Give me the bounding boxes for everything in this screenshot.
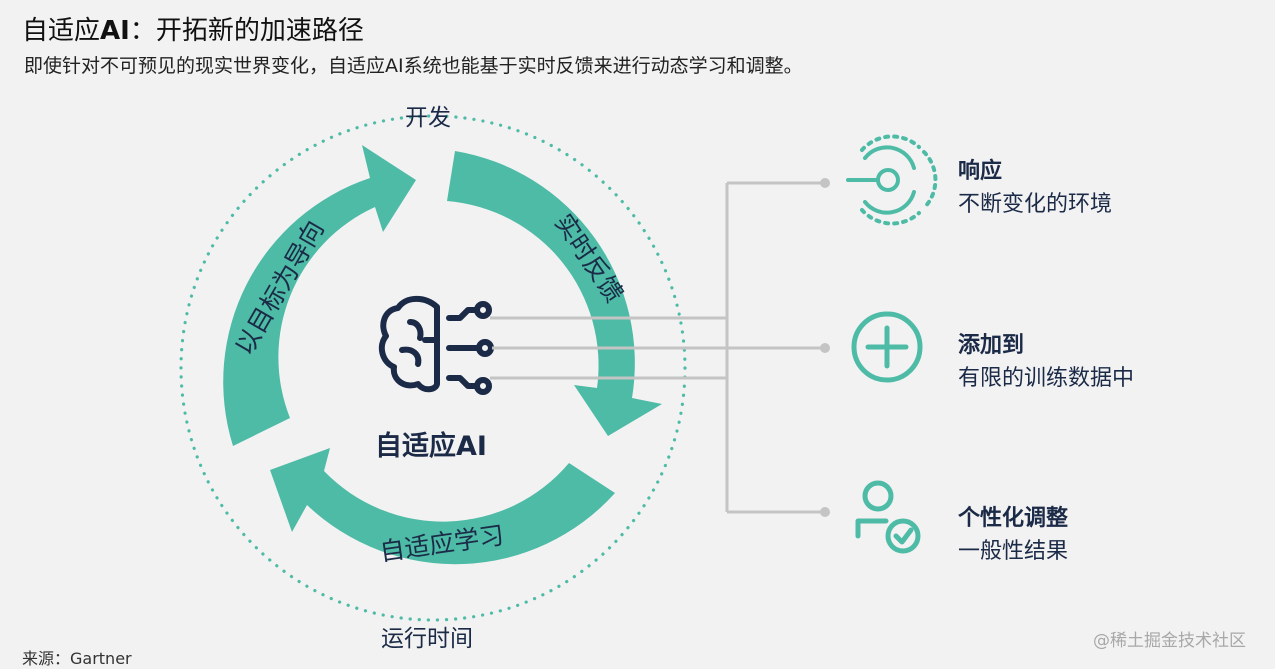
user-check-icon [855,480,921,554]
goal-oriented-arrow [223,145,416,446]
page-title: 自适应AI：开拓新的加速路径 [22,16,364,46]
connector-lines [490,181,825,514]
item-add-desc: 有限的训练数据中 [958,366,1135,391]
realtime-feedback-arrow [447,151,662,436]
item-personalize-title: 个性化调整 [958,506,1069,531]
adaptive-ai-center-label: 自适应AI [375,431,487,462]
page-subtitle: 即使针对不可预见的现实世界变化，自适应AI系统也能基于实时反馈来进行动态学习和调… [24,55,803,77]
cycle-arrows [223,145,662,565]
stage-develop-label: 开发 [405,105,451,131]
target-radar-icon [846,134,938,226]
item-respond-desc: 不断变化的环境 [958,192,1113,217]
plus-circle-icon [851,311,923,383]
dotted-ring [179,114,687,622]
item-add-title: 添加到 [958,333,1025,358]
source-note: 来源：Gartner [22,649,132,668]
adaptive-learning-arrow [270,448,615,565]
item-respond-title: 响应 [958,159,1003,184]
brain-circuit-icon [378,295,494,395]
stage-runtime-label: 运行时间 [381,626,473,652]
watermark: @稀土掘金技术社区 [1093,631,1246,651]
item-personalize-desc: 一般性结果 [958,539,1069,564]
connector-dots [820,178,830,517]
